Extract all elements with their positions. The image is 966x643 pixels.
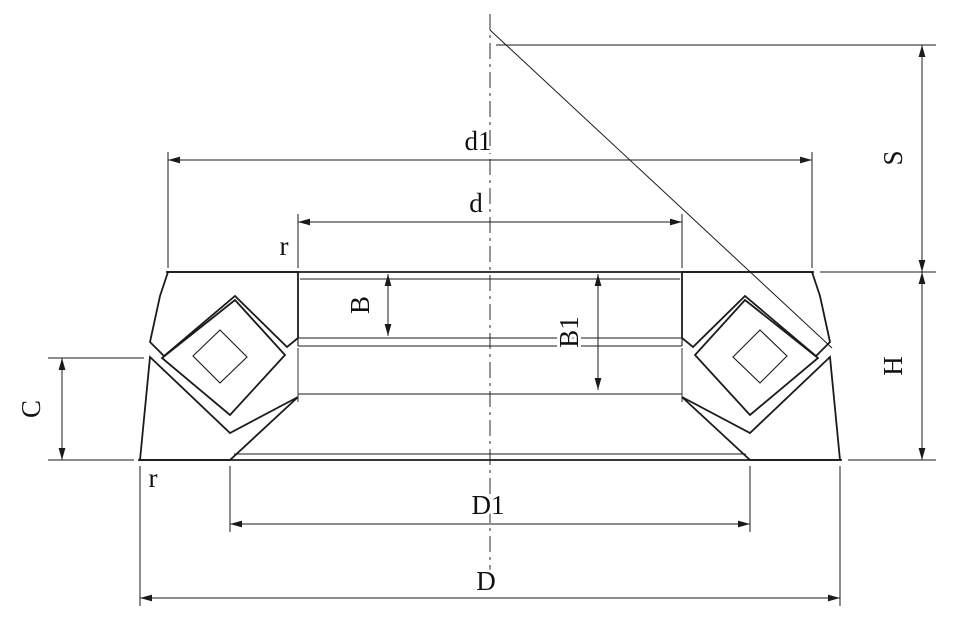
dim-label-c: C: [16, 400, 46, 418]
dimension-h: H: [848, 272, 936, 461]
dim-label-d: d: [469, 188, 483, 218]
bore-far-side-edges: [297, 348, 683, 402]
dim-label-d-outer: D: [476, 566, 496, 596]
dim-label-b1: B1: [554, 316, 584, 348]
extension-lines-d-outer: [139, 466, 841, 606]
extension-lines-s: [496, 44, 936, 273]
radius-label-bottom: r: [149, 463, 158, 493]
dimension-d-outer: D: [139, 466, 841, 606]
dim-label-s: S: [878, 150, 908, 165]
housing-washer-right-section: [681, 355, 841, 461]
dim-label-d1: d1: [465, 126, 492, 156]
cage-pocket-right: [732, 329, 788, 384]
radius-label-top: r: [280, 231, 289, 261]
sphere-radius-line: [489, 29, 833, 349]
dimension-b1: B1: [551, 274, 602, 390]
dimension-d1-lower: D1: [229, 466, 751, 532]
shaft-washer-left-section: [149, 271, 299, 358]
dim-label-b: B: [345, 296, 375, 314]
dimension-c: C: [13, 357, 144, 461]
shaft-washer-bore-bottom-edges: [297, 337, 683, 347]
housing-washer-left-section: [139, 355, 299, 461]
bearing-body: [138, 271, 842, 461]
dimensions: d1 d S H C B: [13, 44, 936, 606]
construction-lines: [489, 14, 833, 578]
extension-lines-d1: [167, 152, 813, 268]
dim-label-h: H: [878, 356, 908, 376]
dim-label-d1-lower: D1: [472, 490, 505, 520]
dimension-d: d: [297, 185, 683, 268]
cage-pocket-left: [192, 329, 248, 384]
shaft-washer-right-section: [681, 271, 831, 358]
dimension-b: B: [342, 274, 392, 336]
roller-right: [693, 298, 820, 417]
dimension-s: S: [496, 44, 936, 273]
roller-left: [160, 298, 287, 417]
dimension-d1: d1: [167, 123, 813, 268]
